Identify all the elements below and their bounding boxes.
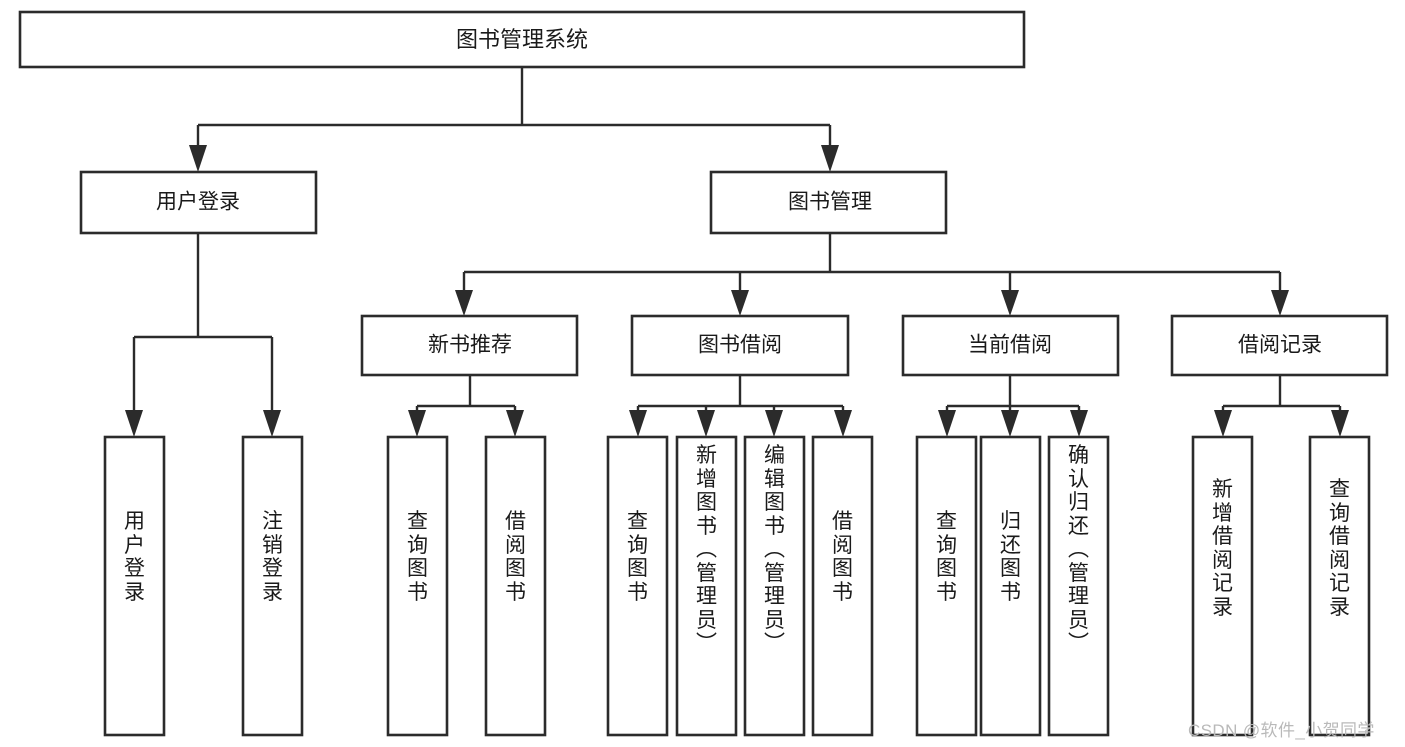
connector-group-bookmanage-to-level3 xyxy=(455,233,1289,316)
leaf-box-query-book-1[interactable] xyxy=(386,435,449,737)
leaf-box-return-book[interactable] xyxy=(979,435,1042,737)
leaf-box-query-record[interactable] xyxy=(1308,435,1371,737)
arrowhead-leaf-add-record xyxy=(1214,410,1232,437)
arrowhead-new-book-recommend xyxy=(455,290,473,316)
leaf-box-logout-login[interactable] xyxy=(241,435,304,737)
connector-group-userlogin-to-leaves xyxy=(125,233,281,437)
node-book-borrow-label: 图书借阅 xyxy=(698,334,782,357)
node-root-box[interactable] xyxy=(18,10,1026,69)
arrowhead-userlogin xyxy=(189,145,207,172)
leaf-box-query-book-3[interactable] xyxy=(915,435,978,737)
arrowhead-leaf-add-book xyxy=(697,410,715,437)
arrowhead-bookmanage xyxy=(821,145,839,172)
node-current-borrow[interactable]: 当前借阅 xyxy=(901,314,1120,377)
leaf-box-user-login[interactable] xyxy=(103,435,166,737)
node-borrow-record-box[interactable] xyxy=(1170,314,1389,377)
node-user-login-label: 用户登录 xyxy=(156,191,240,214)
arrowhead-current-borrow xyxy=(1001,290,1019,316)
arrowhead-leaf-borrow-book-1 xyxy=(506,410,524,437)
node-book-manage-box[interactable] xyxy=(709,170,948,235)
node-root[interactable]: 图书管理系统 xyxy=(18,10,1026,69)
arrowhead-leaf-return-book xyxy=(1001,410,1019,437)
node-new-book-recommend-label: 新书推荐 xyxy=(428,334,512,357)
node-book-borrow-box[interactable] xyxy=(630,314,850,377)
connector-group-root-to-level2 xyxy=(189,67,839,172)
node-root-label: 图书管理系统 xyxy=(456,27,588,52)
node-current-borrow-box[interactable] xyxy=(901,314,1120,377)
node-new-book-recommend-box[interactable] xyxy=(360,314,579,377)
arrowhead-leaf-logout-login xyxy=(263,410,281,437)
node-borrow-record[interactable]: 借阅记录 xyxy=(1170,314,1389,377)
node-borrow-record-label: 借阅记录 xyxy=(1238,334,1322,357)
node-user-login-box[interactable] xyxy=(79,170,318,235)
arrowhead-leaf-query-record xyxy=(1331,410,1349,437)
csdn-watermark: CSDN @软件_小贺同学 xyxy=(1188,721,1375,740)
node-book-manage-label: 图书管理 xyxy=(788,191,872,214)
leaf-box-borrow-book-2[interactable] xyxy=(811,435,874,737)
leaf-box-group xyxy=(103,435,1371,737)
node-user-login[interactable]: 用户登录 xyxy=(79,170,318,235)
leaf-box-add-book[interactable] xyxy=(675,435,738,737)
arrowhead-borrow-record xyxy=(1271,290,1289,316)
arrowhead-leaf-query-book-1 xyxy=(408,410,426,437)
arrowhead-leaf-user-login xyxy=(125,410,143,437)
node-book-manage[interactable]: 图书管理 xyxy=(709,170,948,235)
leaf-box-edit-book[interactable] xyxy=(743,435,806,737)
arrowhead-leaf-query-book-3 xyxy=(938,410,956,437)
arrowhead-leaf-borrow-book-2 xyxy=(834,410,852,437)
node-book-borrow[interactable]: 图书借阅 xyxy=(630,314,850,377)
arrowhead-leaf-edit-book xyxy=(765,410,783,437)
leaf-box-query-book-2[interactable] xyxy=(606,435,669,737)
arrowhead-leaf-query-book-2 xyxy=(629,410,647,437)
arrowhead-leaf-confirm-return xyxy=(1070,410,1088,437)
connector-group-newbook-to-leaves xyxy=(408,375,524,437)
node-new-book-recommend[interactable]: 新书推荐 xyxy=(360,314,579,377)
node-current-borrow-label: 当前借阅 xyxy=(968,334,1052,357)
leaf-box-add-record[interactable] xyxy=(1191,435,1254,737)
connector-group-currentborrow-to-leaves xyxy=(938,375,1088,437)
leaf-box-borrow-book-1[interactable] xyxy=(484,435,547,737)
connector-group-borrowrecord-to-leaves xyxy=(1214,375,1349,437)
connector-group-bookborrow-to-leaves xyxy=(629,375,852,437)
leaf-box-confirm-return[interactable] xyxy=(1047,435,1110,737)
arrowhead-book-borrow xyxy=(731,290,749,316)
